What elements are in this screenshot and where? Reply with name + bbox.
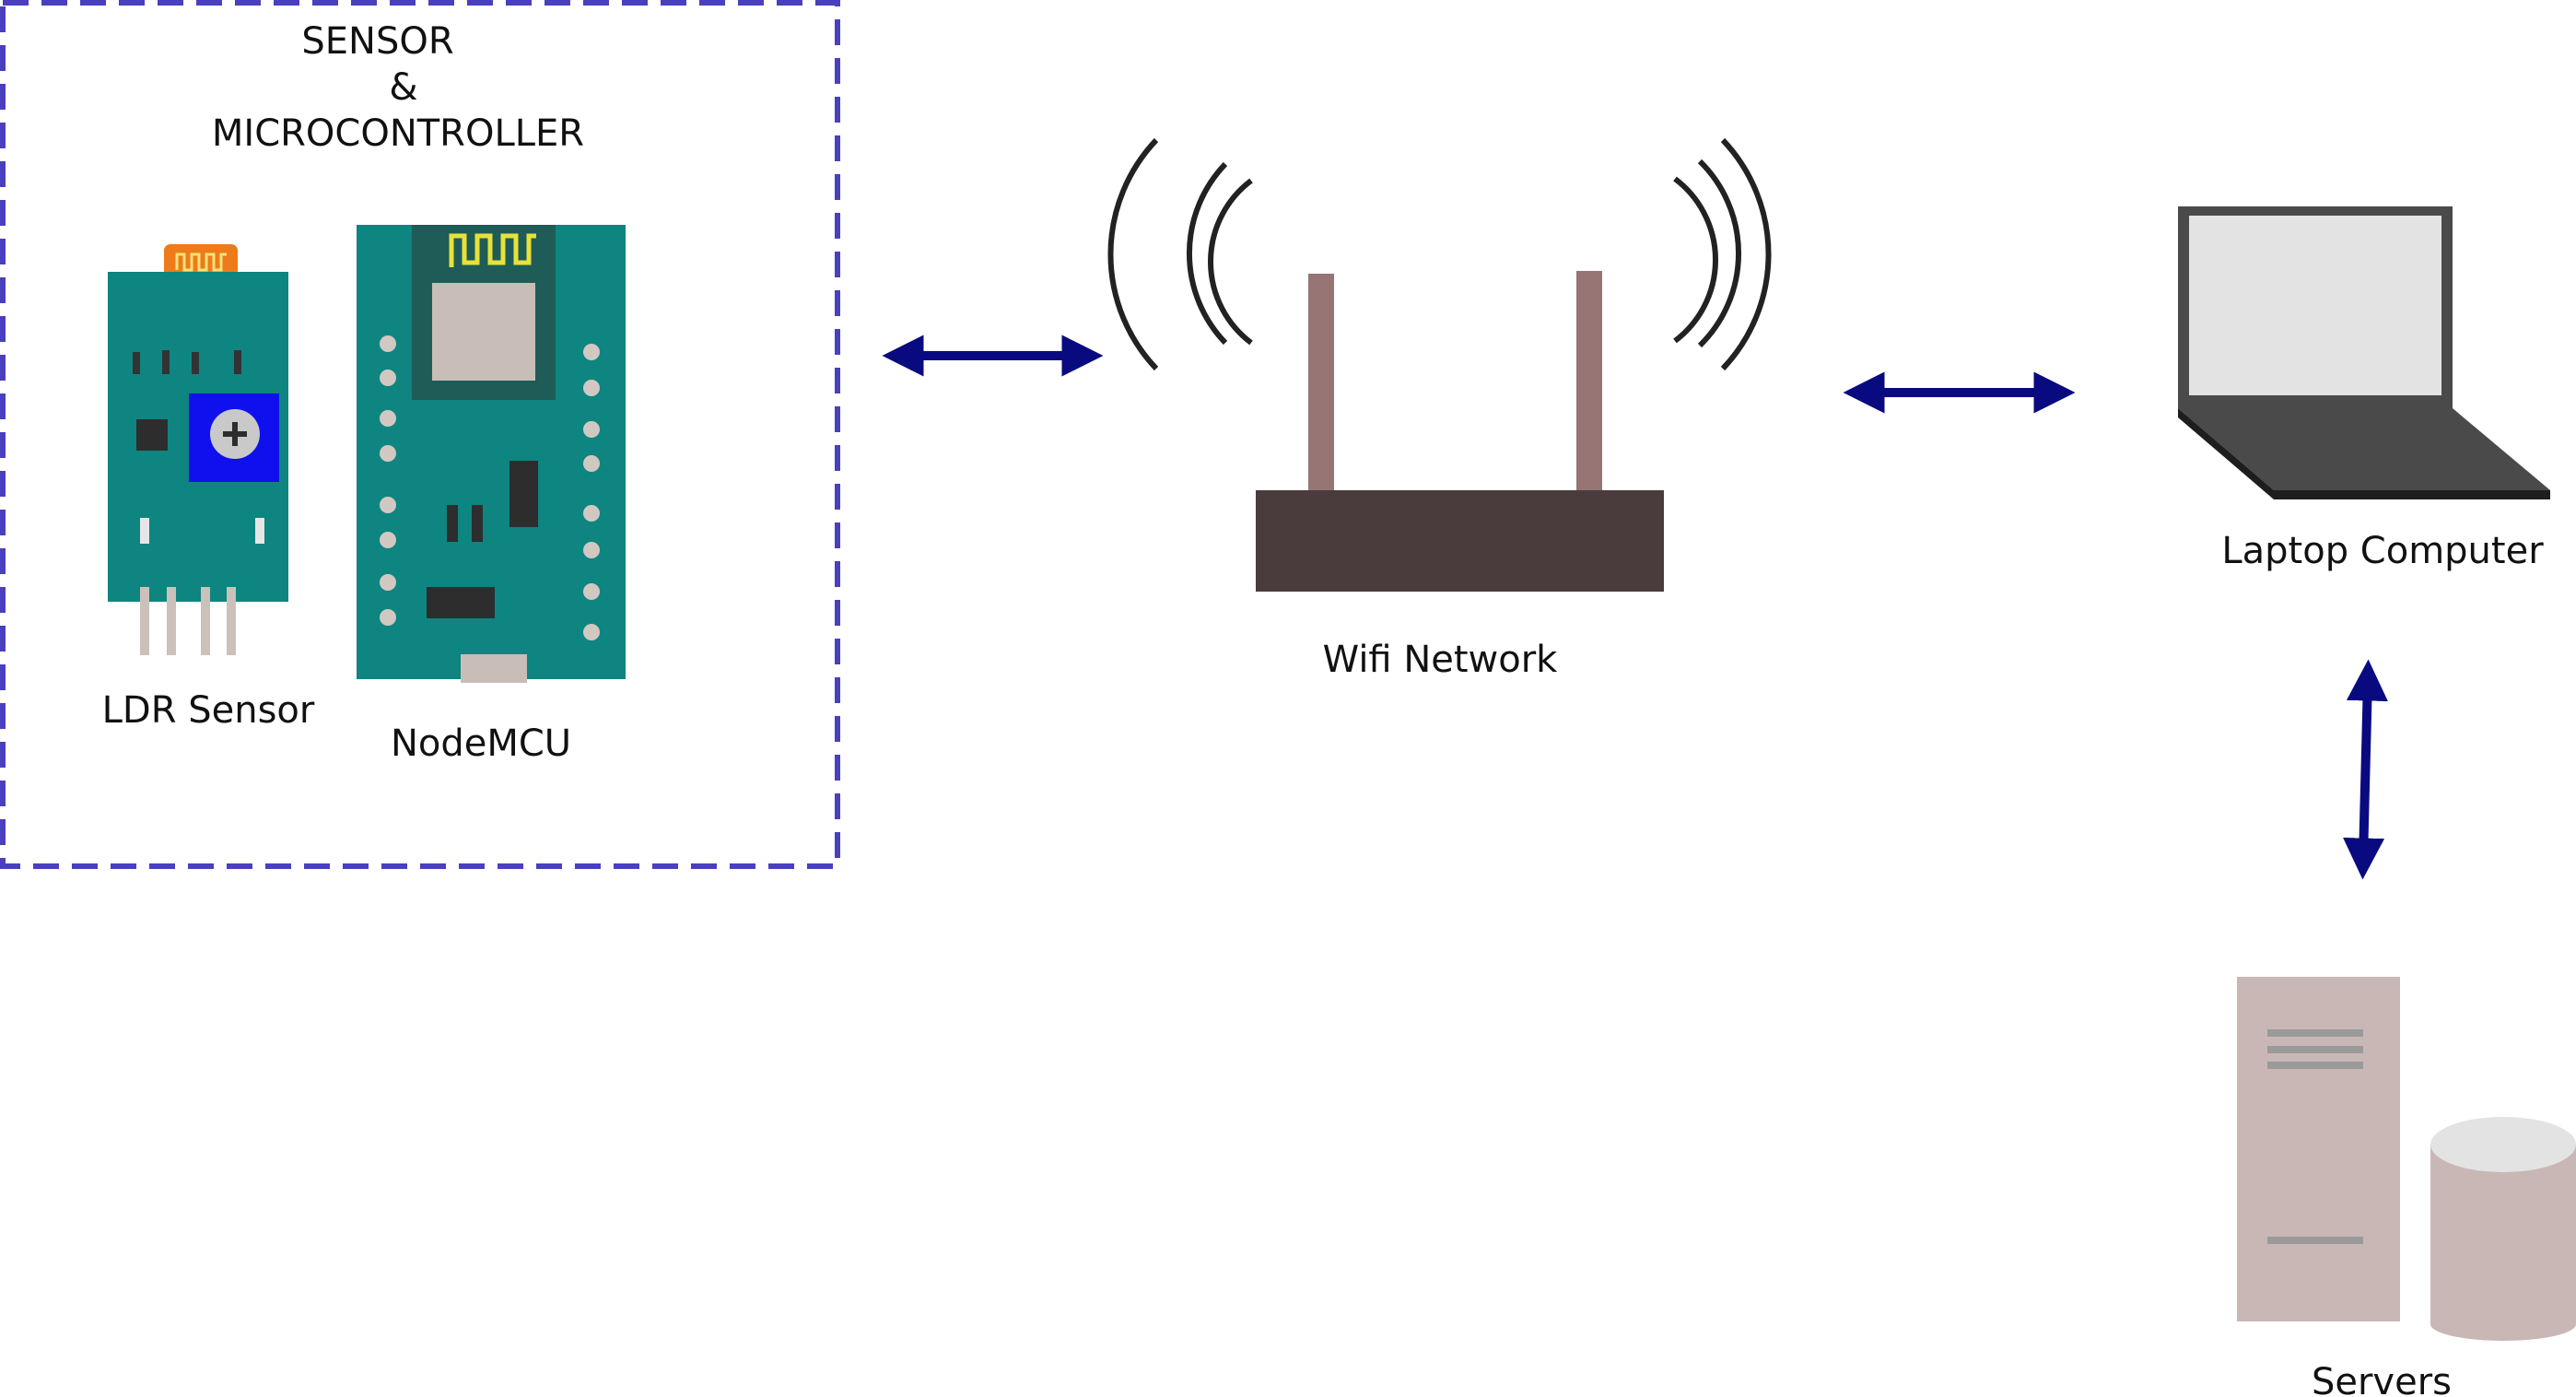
group-title-line-3: MICROCONTROLLER <box>212 112 584 155</box>
wifi-network-label: Wifi Network <box>1323 639 1559 681</box>
nodemcu-board-icon <box>357 225 626 683</box>
servers-label: Servers <box>2312 1361 2452 1397</box>
laptop-computer-label: Laptop Computer <box>2221 530 2544 572</box>
laptop-computer-icon <box>2178 206 2550 499</box>
wifi-router-icon <box>1107 137 1772 592</box>
group-title-line-2: & <box>389 66 417 109</box>
database-icon <box>2430 1117 2576 1341</box>
group-title-line-1: SENSOR <box>301 20 453 63</box>
servers-icon <box>2237 977 2576 1341</box>
ldr-sensor-label: LDR Sensor <box>102 689 315 732</box>
nodemcu-label: NodeMCU <box>391 722 571 765</box>
arrow-laptop-to-servers <box>2343 659 2388 880</box>
sensor-microcontroller-group-border <box>0 0 840 869</box>
ldr-sensor-icon <box>108 244 288 655</box>
